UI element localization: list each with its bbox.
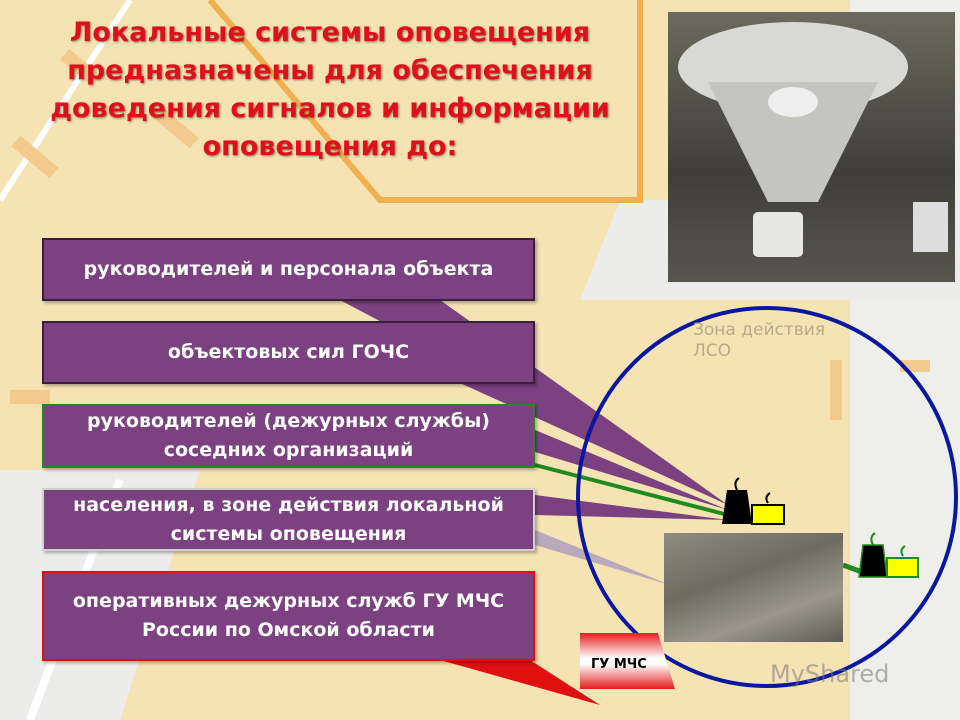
siren-loudspeaker-photo — [668, 12, 955, 282]
callout-tail-5 — [535, 530, 670, 585]
recipient-box-5: оперативных дежурных служб ГУ МЧС России… — [42, 571, 535, 661]
recipient-box-2: объектовых сил ГОЧС — [42, 321, 535, 384]
callout-tail-4 — [535, 495, 728, 520]
aerial-photo — [664, 533, 843, 642]
recipient-box-1: руководителей и персонала объекта — [42, 238, 535, 301]
watermark: MyShared — [770, 660, 890, 688]
recipient-box-3: руководителей (дежурных службы) соседних… — [42, 404, 535, 468]
gu-mchs-flag: ГУ МЧС — [580, 633, 675, 689]
factory-neighbor-icon — [858, 532, 919, 578]
zone-label: Зона действия ЛСО — [693, 320, 826, 361]
green-link — [534, 463, 729, 517]
factory-icon — [722, 477, 785, 525]
flag-label: ГУ МЧС — [591, 657, 647, 672]
slide-title: Локальные системы оповещения предназначе… — [50, 17, 610, 162]
callout-tail-6 — [440, 660, 600, 705]
recipient-box-4: населения, в зоне действия локальной сис… — [42, 488, 535, 551]
loudspeaker-icon — [678, 22, 948, 257]
zone-circle — [576, 306, 958, 688]
